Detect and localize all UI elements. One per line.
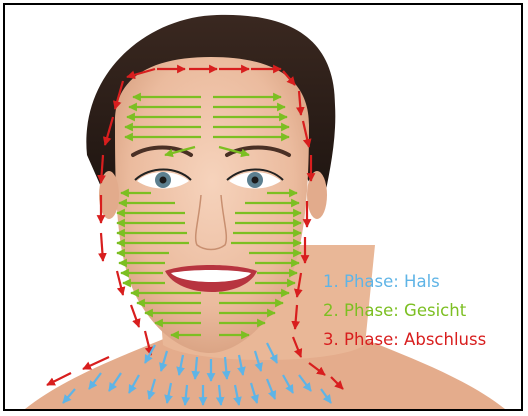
phase-legend: 1. Phase: Hals 2. Phase: Gesicht 3. Phas… <box>323 267 486 354</box>
image-frame: 1. Phase: Hals 2. Phase: Gesicht 3. Phas… <box>3 3 523 411</box>
legend-item-gesicht: 2. Phase: Gesicht <box>323 296 486 325</box>
legend-item-hals: 1. Phase: Hals <box>323 267 486 296</box>
legend-item-abschluss: 3. Phase: Abschluss <box>323 325 486 354</box>
